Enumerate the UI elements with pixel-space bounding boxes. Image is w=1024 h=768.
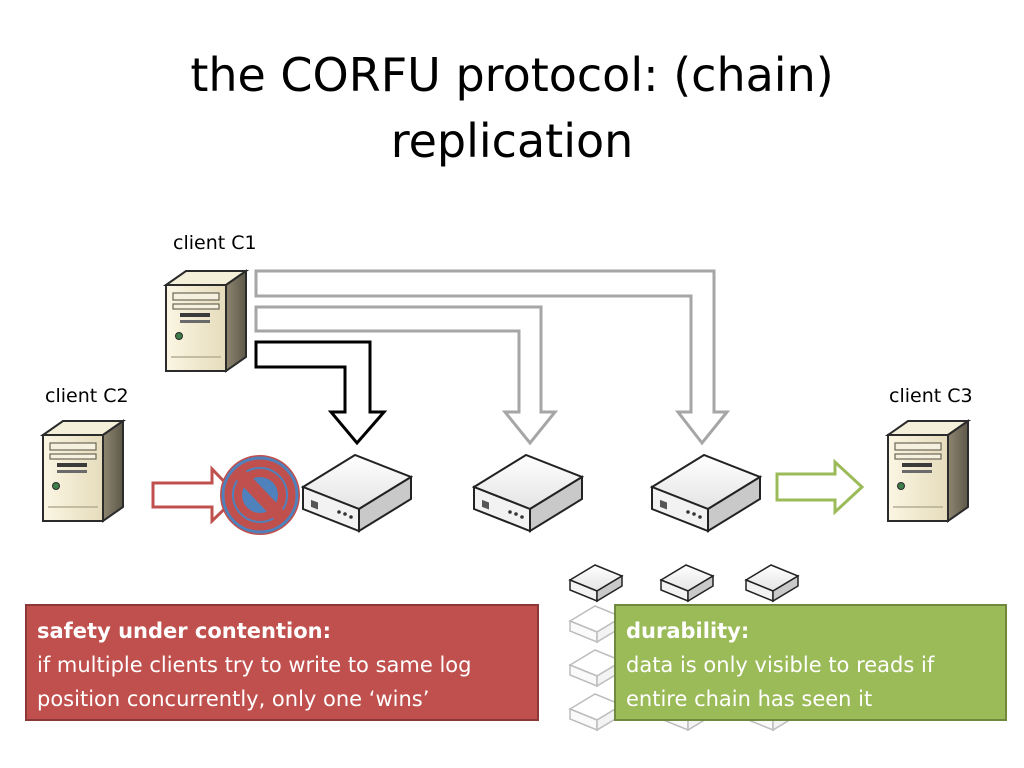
replica-2-storage-icon	[473, 454, 583, 532]
durability-text-line-1: data is only visible to reads if	[626, 653, 935, 677]
chain-arrow-to-replica-3	[254, 269, 731, 446]
safety-text-line-1: if multiple clients try to write to same…	[37, 653, 472, 677]
client-c3-label: client C3	[889, 385, 973, 407]
client-c2-server-icon	[42, 420, 124, 522]
read-arrow-to-c3	[775, 458, 865, 516]
prohibited-icon	[220, 455, 300, 535]
client-c3-server-icon	[887, 420, 969, 522]
extra-storage-icon	[660, 564, 714, 602]
chain-arrow-to-replica-2	[254, 305, 559, 446]
safety-text-line-2: position concurrently, only one ‘wins’	[37, 687, 430, 711]
client-c1-server-icon	[165, 270, 247, 372]
client-c2-label: client C2	[45, 385, 129, 407]
durability-text-line-2: entire chain has seen it	[626, 687, 873, 711]
slide-title-line-1: the CORFU protocol: (chain)	[190, 48, 834, 102]
client-c1-label: client C1	[173, 232, 257, 254]
replica-3-storage-icon	[651, 454, 761, 532]
replica-1-storage-icon	[302, 454, 412, 532]
chain-arrow-to-replica-1	[254, 340, 388, 446]
slide-title: the CORFU protocol: (chain) replication	[112, 42, 912, 174]
extra-storage-icon	[745, 564, 799, 602]
safety-heading: safety under contention:	[37, 619, 331, 643]
slide-title-line-2: replication	[390, 114, 634, 168]
durability-callout: durability: data is only visible to read…	[614, 604, 1007, 721]
durability-heading: durability:	[626, 619, 750, 643]
safety-callout: safety under contention: if multiple cli…	[25, 604, 539, 721]
extra-storage-icon	[569, 564, 623, 602]
